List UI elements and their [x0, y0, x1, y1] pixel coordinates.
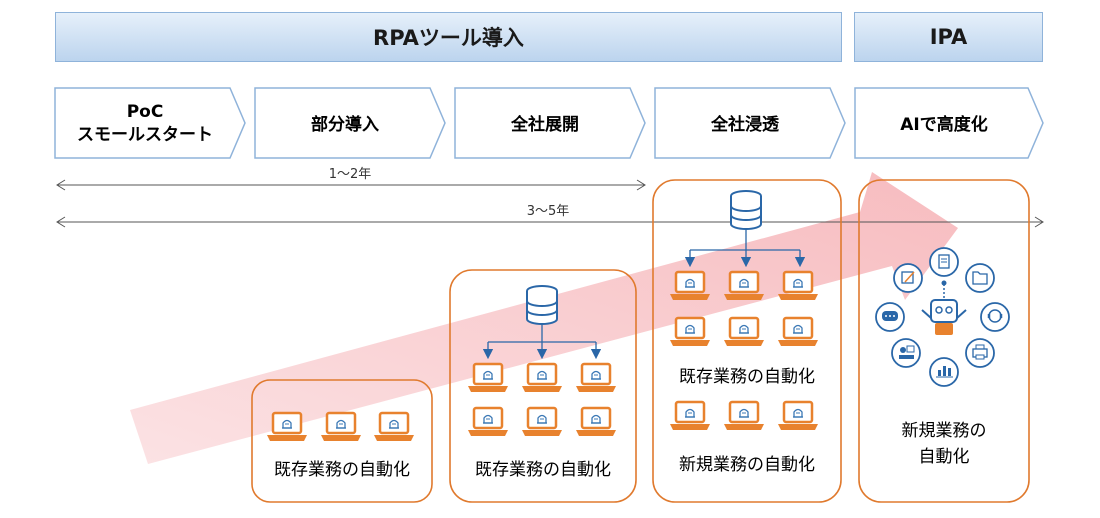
laptop-icon	[668, 270, 712, 302]
phase-chevron-ai	[854, 87, 1044, 159]
laptop-icon	[668, 400, 712, 432]
folder-icon	[965, 263, 995, 293]
printer-icon	[965, 338, 995, 368]
laptop-icon	[776, 400, 820, 432]
laptop-icon	[520, 362, 564, 394]
ipa-banner: IPA	[854, 12, 1043, 62]
laptop-icon	[722, 400, 766, 432]
box3-label-new: 新規業務の自動化	[679, 455, 815, 475]
laptop-icon	[722, 316, 766, 348]
laptop-icon	[668, 316, 712, 348]
box2-label: 既存業務の自動化	[475, 460, 611, 480]
db-connector-3	[684, 229, 806, 268]
phase-poc-line1: PoC	[127, 102, 164, 122]
phase-ai-label: AIで高度化	[900, 114, 987, 135]
box-existing-new-automation	[652, 179, 842, 503]
edit-icon	[893, 263, 923, 293]
rpa-banner: RPAツール導入	[55, 12, 842, 62]
ai-robot-cluster	[875, 247, 1010, 387]
desk-user-icon	[891, 338, 921, 368]
laptop-icon	[520, 406, 564, 438]
phase-chevron-partial	[254, 87, 446, 159]
box-existing-automation-1	[251, 379, 433, 503]
laptop-icon	[466, 406, 510, 438]
duration-short-label: 1～2年	[329, 167, 372, 182]
phase-chevron-company	[454, 87, 646, 159]
laptop-icon	[776, 270, 820, 302]
duration-short-arrow	[56, 179, 646, 191]
robot-icon	[921, 280, 967, 335]
duration-long-label: 3～5年	[527, 204, 570, 219]
bar-chart-icon	[929, 357, 959, 387]
box1-label: 既存業務の自動化	[274, 460, 410, 480]
laptop-group-2	[466, 362, 618, 438]
laptop-icon	[574, 362, 618, 394]
box4-label-line2: 自動化	[919, 447, 970, 467]
phase-chevron-poc	[54, 87, 246, 159]
laptop-icon	[466, 362, 510, 394]
laptop-icon	[722, 270, 766, 302]
phase-partial-label: 部分導入	[311, 114, 379, 135]
document-icon	[929, 247, 959, 277]
ipa-banner-label: IPA	[929, 25, 968, 49]
phase-chevrons	[54, 87, 1044, 159]
laptop-icon	[319, 411, 363, 443]
chat-icon	[875, 302, 905, 332]
box3-label-existing: 既存業務の自動化	[679, 367, 815, 387]
database-icon	[730, 190, 762, 230]
phase-chevron-penetration	[654, 87, 846, 159]
phase-penetration-label: 全社浸透	[710, 114, 780, 135]
support-icon	[980, 302, 1010, 332]
duration-long-arrow	[56, 216, 1044, 228]
laptop-group-1	[265, 411, 416, 443]
phase-poc-line2: スモールスタート	[77, 125, 213, 145]
box-existing-automation-2	[449, 269, 637, 503]
rpa-banner-label: RPAツール導入	[373, 26, 524, 50]
database-icon	[526, 285, 558, 325]
db-connector-2	[482, 324, 602, 360]
laptop-icon	[372, 411, 416, 443]
laptop-icon	[265, 411, 309, 443]
box4-label-line1: 新規業務の	[902, 421, 987, 441]
laptop-icon	[776, 316, 820, 348]
box-new-automation-ai	[858, 179, 1030, 503]
laptop-icon	[574, 406, 618, 438]
laptop-group-3	[668, 270, 820, 432]
phase-company-label: 全社展開	[510, 114, 579, 135]
